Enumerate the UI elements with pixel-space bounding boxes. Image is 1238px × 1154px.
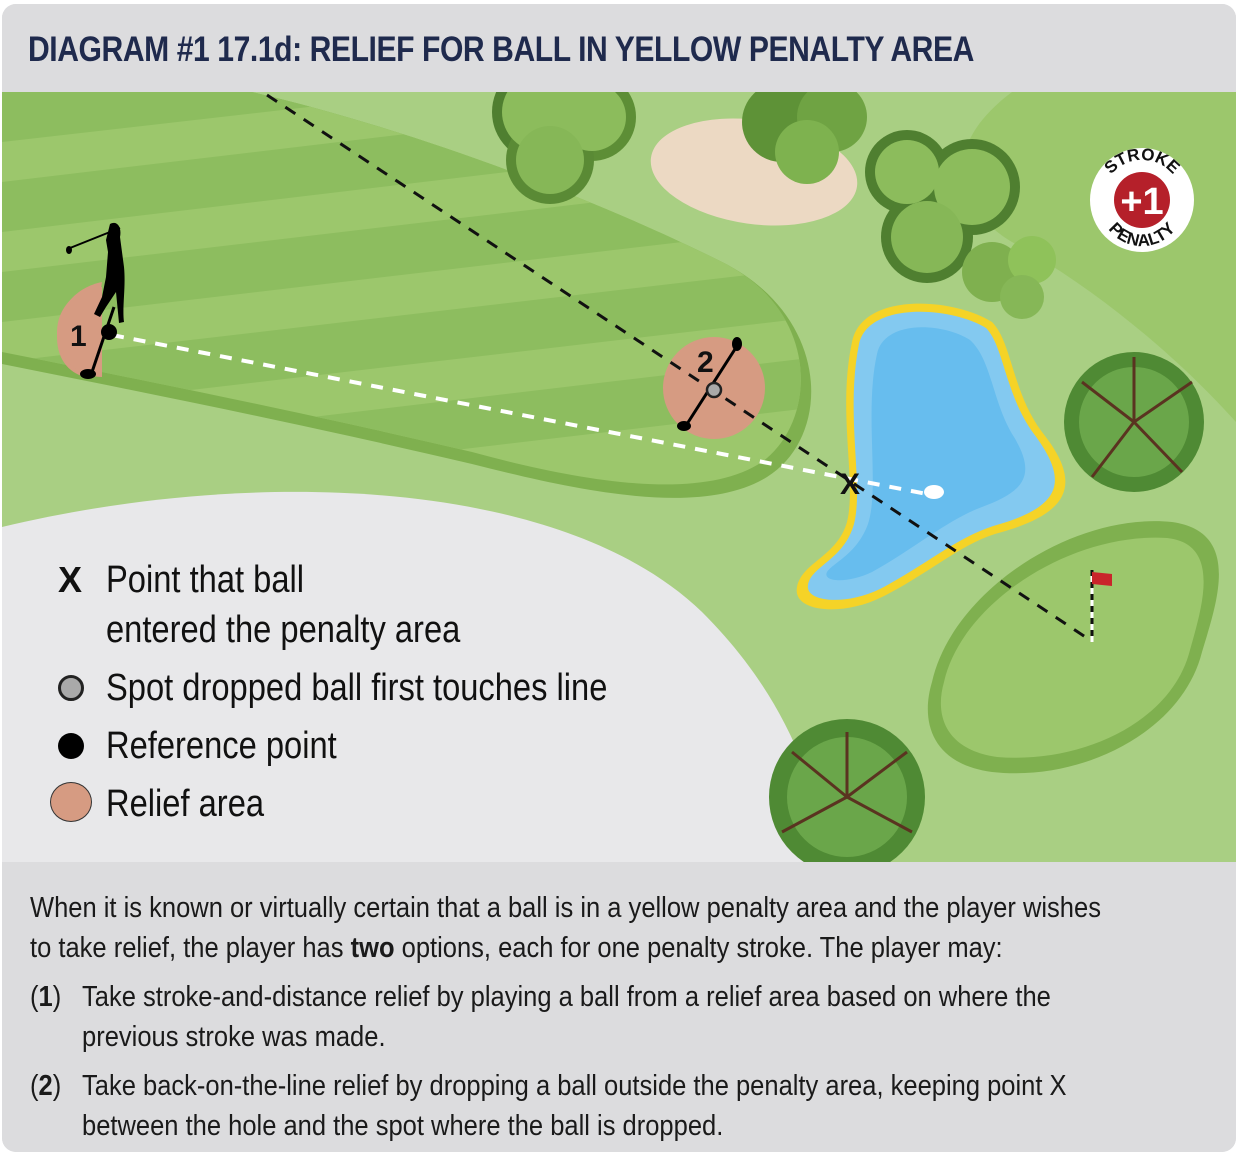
title-bar: DIAGRAM #1 17.1d: RELIEF FOR BALL IN YEL… [2, 4, 1236, 92]
legend-label: Relief area [106, 783, 265, 825]
tree-cluster-right [865, 130, 1056, 319]
x-mark-icon: X [58, 559, 83, 600]
flagstick-icon [1090, 570, 1112, 642]
legend-label: entered the penalty area [106, 609, 461, 651]
tree-oak-bottom [769, 719, 925, 862]
stroke-penalty-badge: +1 STROKE PENALTY [1090, 145, 1194, 252]
black-dot-icon [58, 733, 84, 759]
legend: X Point that ball entered the penalty ar… [46, 557, 746, 839]
course-illustration: +1 STROKE PENALTY [2, 92, 1236, 862]
legend-item-reference-point: Reference point [46, 723, 746, 781]
legend-item-drop-spot: Spot dropped ball first touches line [46, 665, 746, 723]
tree-leafy-top [742, 92, 867, 184]
water-surface [826, 327, 1026, 581]
badge-plus-one: +1 [1120, 181, 1163, 223]
legend-label: Spot dropped ball first touches line [106, 667, 608, 709]
course-diagram: +1 STROKE PENALTY [2, 92, 1236, 862]
back-on-the-line [266, 93, 1091, 642]
intro-line-1: When it is known or virtually certain th… [30, 892, 1101, 924]
description-panel: When it is known or virtually certain th… [2, 862, 1236, 1152]
entry-point-x: X [840, 468, 860, 501]
legend-label: Point that ball [106, 559, 305, 601]
relief-area-2-label: 2 [697, 346, 714, 379]
description-intro: When it is known or virtually certain th… [30, 888, 1174, 968]
ball-in-water [924, 485, 944, 499]
emphasis-two: two [350, 932, 395, 964]
legend-background [2, 491, 832, 862]
option-1: (1) Take stroke-and-distance relief by p… [30, 977, 1236, 1057]
option-number: (1) [30, 981, 62, 1013]
option-text: Take back-on-the-line relief by dropping… [82, 1070, 1067, 1142]
line-of-play [111, 333, 928, 496]
gray-circle-icon [58, 675, 84, 701]
tree-oak-right [1064, 352, 1204, 492]
relief-circle-icon [50, 782, 92, 822]
badge-center [1114, 172, 1170, 228]
golfer-icon [66, 222, 125, 379]
option-number: (2) [30, 1070, 62, 1102]
intro-line-2: to take relief, the player has two optio… [30, 932, 1003, 964]
legend-label: Reference point [106, 725, 337, 767]
diagram-card: DIAGRAM #1 17.1d: RELIEF FOR BALL IN YEL… [2, 4, 1236, 1152]
tree-cluster-top [492, 92, 636, 204]
putting-green [940, 537, 1204, 758]
relief-area-1-label: 1 [70, 320, 87, 353]
legend-item-entry-point: X Point that ball entered the penalty ar… [46, 557, 746, 665]
reference-point [101, 324, 117, 340]
option-2: (2) Take back-on-the-line relief by drop… [30, 1066, 1236, 1146]
drop-spot [705, 381, 723, 399]
diagram-title: DIAGRAM #1 17.1d: RELIEF FOR BALL IN YEL… [28, 30, 974, 69]
option-text: Take stroke-and-distance relief by playi… [82, 981, 1051, 1053]
legend-item-relief-area: Relief area [46, 781, 746, 839]
